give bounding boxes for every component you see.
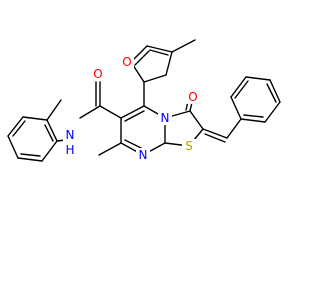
bond [230,76,247,98]
bond [41,140,58,162]
bond [143,74,167,83]
bond [230,96,242,120]
bond [240,118,266,123]
bond [226,118,242,139]
bond [245,76,271,81]
ketone-oxygen-label: O [188,90,197,104]
bond [7,116,24,137]
bond [20,153,41,157]
molecule-diagram: O O O N N N H S [7,39,281,162]
bridgehead-nitrogen-label: N [161,111,170,125]
bond [204,133,226,143]
bond-network [7,39,281,162]
bond [17,157,43,162]
amide-hydrogen-label: H [65,143,74,157]
sulfur-label: S [185,139,193,153]
bond [266,83,277,103]
bond [124,110,145,122]
furan-oxygen-label: O [122,55,131,69]
bond [146,45,173,53]
atom-labels: O O O N N N H S [63,55,200,162]
bond [234,80,249,99]
bond [99,105,122,119]
bond [189,110,204,130]
bond [79,105,101,119]
molecule-structure: O O O N N N H S [7,39,281,162]
bond [264,101,281,123]
bond [243,114,264,118]
bond [98,142,122,156]
bond [171,39,196,53]
bond [120,105,145,119]
bond [12,120,26,137]
amide-oxygen-label: O [93,67,102,81]
bond [22,116,48,121]
bond [269,79,281,103]
bond [7,135,19,159]
amide-nitrogen-label: N [66,128,75,142]
bond [46,119,58,142]
bond [149,49,169,56]
pyrimidine-nitrogen-label: N [139,148,148,162]
bond [202,128,228,139]
bond [134,50,150,66]
bond [44,124,54,142]
bond [46,99,62,121]
bond [165,51,173,76]
